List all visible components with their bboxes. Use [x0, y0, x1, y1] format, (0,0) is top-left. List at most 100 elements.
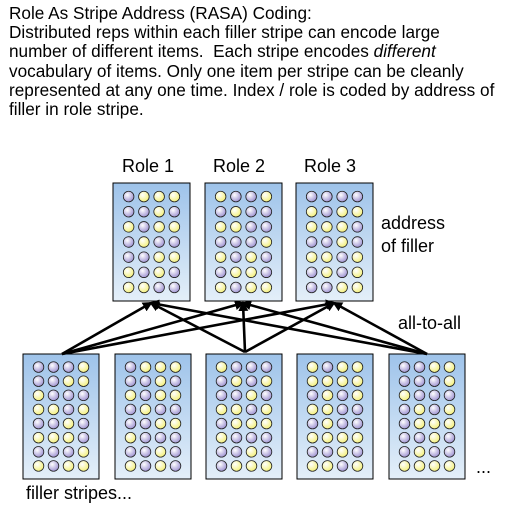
unit-purple — [215, 446, 228, 458]
connection-arrow — [241, 300, 428, 356]
unit-purple — [245, 361, 258, 373]
unit-purple — [62, 403, 75, 416]
unit-yellow — [260, 190, 273, 203]
unit-yellow — [321, 266, 333, 278]
unit-purple — [413, 389, 426, 402]
unit-purple — [168, 281, 181, 294]
unit-purple — [139, 446, 152, 458]
intro-text: Role As Stripe Address (RASA) Coding: Di… — [9, 3, 501, 119]
unit-yellow — [245, 446, 258, 458]
unit-yellow — [169, 417, 182, 430]
connection-arrow — [238, 301, 249, 353]
unit-purple — [153, 236, 165, 248]
filler-stripe-5 — [388, 353, 466, 480]
unit-yellow — [62, 375, 75, 387]
unit-purple — [260, 251, 273, 263]
unit-purple — [398, 375, 411, 387]
unit-yellow — [428, 431, 441, 444]
unit-yellow — [398, 389, 411, 402]
unit-purple — [443, 389, 456, 402]
unit-purple — [138, 266, 150, 278]
unit-yellow — [336, 446, 349, 458]
unit-yellow — [168, 251, 181, 263]
intro-body-start: Distributed reps within each filler stri… — [9, 22, 445, 62]
unit-yellow — [306, 403, 319, 416]
unit-purple — [169, 403, 182, 416]
unit-yellow — [351, 206, 364, 218]
filler-stripe-1 — [22, 353, 100, 480]
unit-purple — [124, 446, 137, 458]
unit-yellow — [214, 251, 227, 263]
unit-yellow — [124, 460, 137, 472]
unit-yellow — [230, 403, 243, 416]
unit-yellow — [398, 460, 411, 472]
unit-yellow — [153, 251, 165, 263]
filler-stripes-label: filler stripes... — [26, 483, 133, 503]
unit-yellow — [139, 361, 152, 373]
unit-yellow — [215, 361, 228, 373]
unit-yellow — [62, 417, 75, 430]
unit-yellow — [321, 460, 334, 472]
role-stripe-2 — [204, 182, 283, 302]
unit-purple — [245, 403, 258, 416]
unit-purple — [214, 266, 227, 278]
unit-purple — [306, 389, 319, 402]
unit-yellow — [245, 251, 257, 263]
unit-yellow — [122, 281, 135, 294]
unit-purple — [306, 446, 319, 458]
unit-yellow — [138, 236, 150, 248]
role-label-1: Role 1 — [122, 156, 175, 176]
unit-yellow — [47, 431, 60, 444]
unit-yellow — [336, 375, 349, 387]
unit-purple — [398, 361, 411, 373]
unit-yellow — [169, 389, 182, 402]
unit-purple — [321, 236, 333, 248]
unit-purple — [351, 446, 364, 458]
unit-purple — [398, 403, 411, 416]
unit-yellow — [336, 431, 349, 444]
unit-purple — [305, 190, 318, 203]
unit-purple — [124, 361, 137, 373]
unit-yellow — [62, 460, 75, 472]
unit-yellow — [443, 403, 456, 416]
unit-purple — [169, 446, 182, 458]
all-to-all-label: all-to-all — [398, 313, 462, 333]
unit-yellow — [413, 446, 426, 458]
unit-yellow — [336, 236, 348, 248]
unit-purple — [124, 403, 137, 416]
unit-yellow — [321, 431, 334, 444]
unit-purple — [32, 446, 45, 458]
unit-yellow — [428, 460, 441, 472]
unit-yellow — [77, 403, 90, 416]
unit-purple — [122, 190, 135, 203]
unit-yellow — [428, 361, 441, 373]
unit-yellow — [245, 460, 258, 472]
unit-yellow — [245, 266, 257, 278]
unit-purple — [62, 389, 75, 402]
unit-yellow — [214, 221, 227, 233]
unit-purple — [230, 251, 242, 263]
connection-arrow — [149, 301, 246, 354]
unit-yellow — [351, 251, 364, 263]
unit-purple — [62, 361, 75, 373]
unit-purple — [230, 389, 243, 402]
unit-yellow — [351, 361, 364, 373]
unit-purple — [47, 375, 60, 387]
filler-stripe-3 — [205, 353, 283, 480]
unit-yellow — [77, 361, 90, 373]
unit-yellow — [32, 431, 45, 444]
unit-purple — [321, 190, 333, 203]
unit-purple — [336, 389, 349, 402]
role-stripe-3 — [295, 182, 374, 302]
unit-purple — [336, 460, 349, 472]
unit-purple — [138, 251, 150, 263]
unit-yellow — [336, 281, 348, 294]
address-label: address — [381, 213, 446, 233]
unit-purple — [215, 389, 228, 402]
unit-yellow — [230, 266, 242, 278]
unit-purple — [230, 190, 242, 203]
unit-purple — [351, 236, 364, 248]
unit-purple — [168, 266, 181, 278]
unit-yellow — [351, 460, 364, 472]
unit-yellow — [215, 431, 228, 444]
